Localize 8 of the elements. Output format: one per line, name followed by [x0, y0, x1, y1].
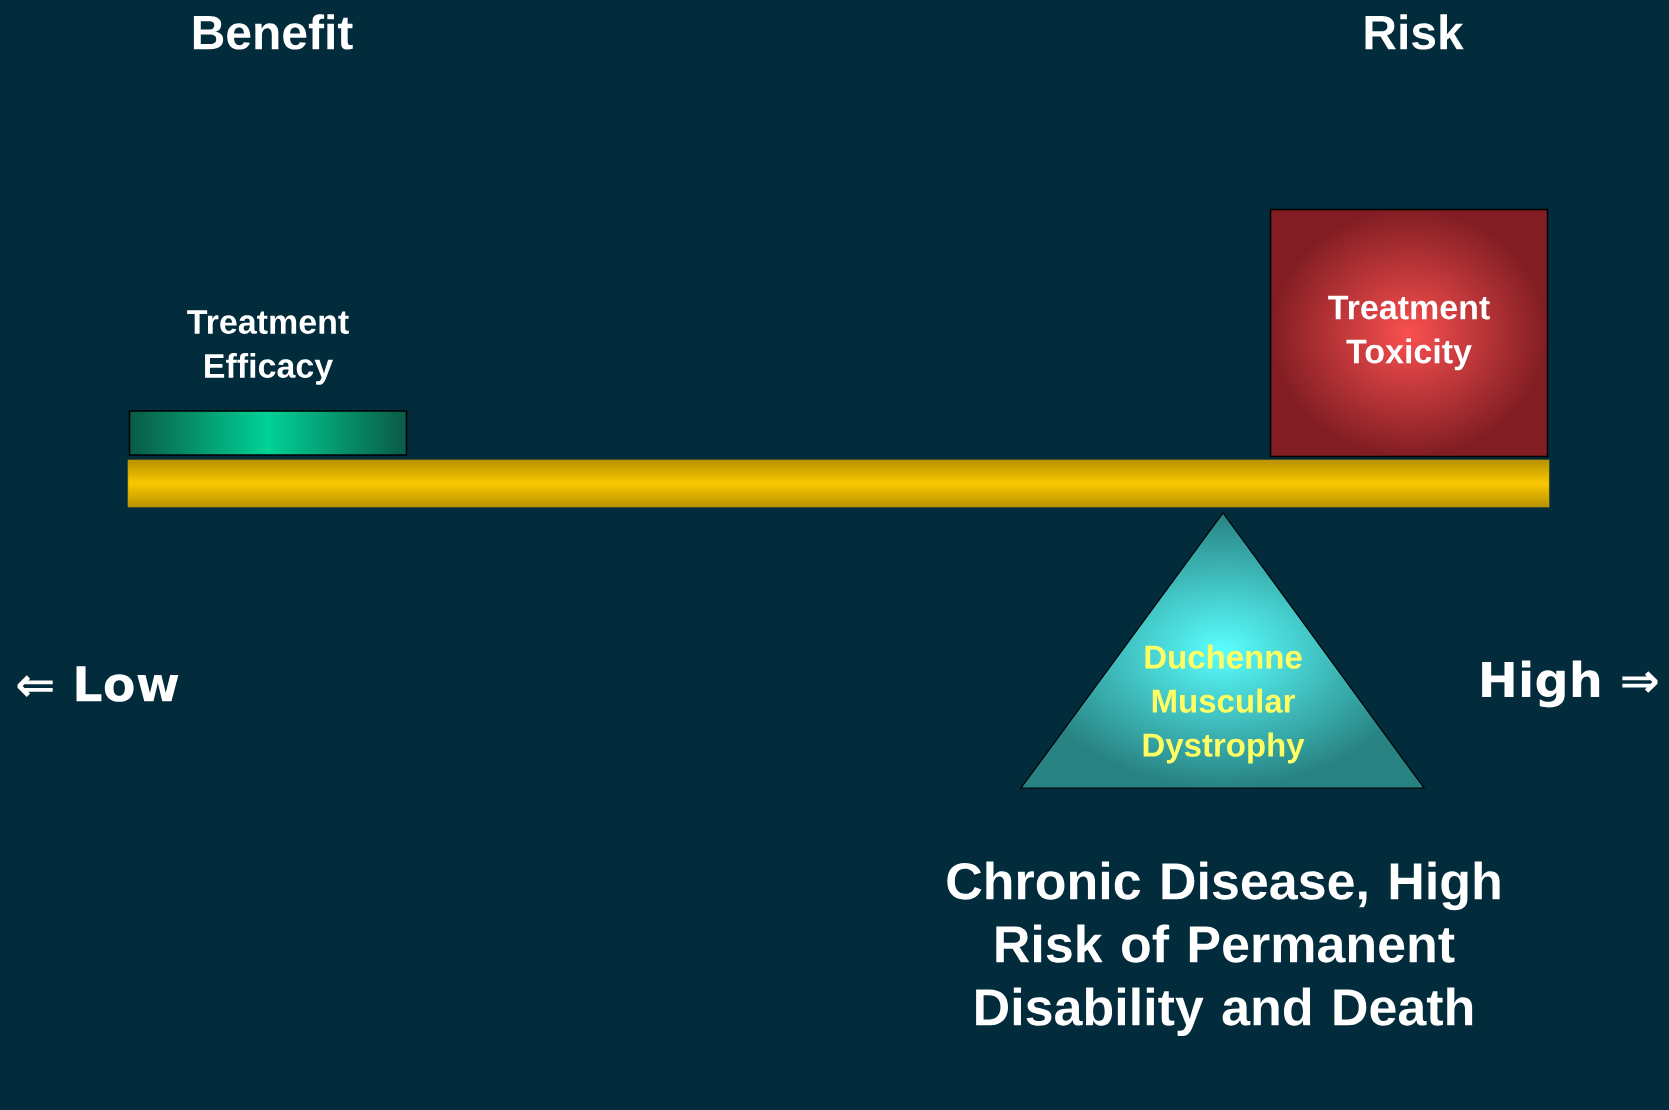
scale-label: High ⇒: [1482, 660, 1658, 708]
note-text: Chronic Disease, High Risk of Permanent Disability and Death: [947, 861, 1500, 1036]
heading: Risk: [1365, 14, 1464, 50]
node-label: Treatment Efficacy: [187, 310, 349, 385]
scale-label: ⇐ Low: [17, 666, 179, 702]
heading: Benefit: [193, 14, 353, 50]
efficacy-bar: Treatment Efficacy: [128, 310, 408, 456]
toxicity-box: Treatment Toxicity: [1269, 208, 1549, 458]
